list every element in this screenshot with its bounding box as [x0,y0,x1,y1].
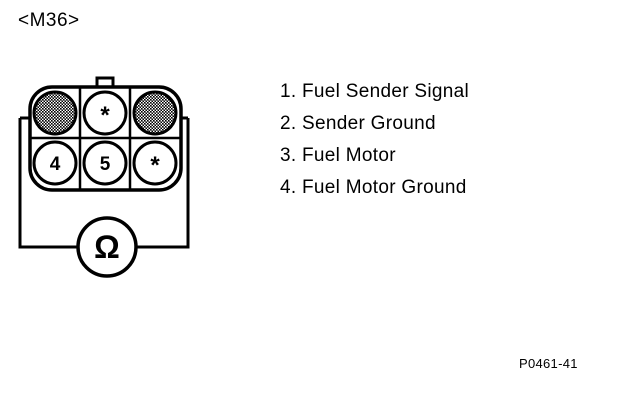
pin-legend: 1. Fuel Sender Signal 2. Sender Ground 3… [280,76,469,204]
connector-cavity [82,90,128,136]
meter-wire [18,118,190,249]
pin-legend-item: 2. Sender Ground [280,113,436,134]
ohm-symbol: Ω [94,229,120,265]
connector-id-label: <M36> [18,10,80,31]
cavity-label: * [100,102,110,129]
connector-cavity [82,140,128,186]
figure-code: P0461-41 [519,356,578,371]
pin-legend-item: 3. Fuel Motor [280,145,396,166]
probed-cavity [132,90,178,136]
cavity-label: 5 [100,154,111,175]
cavity-label: * [150,152,160,179]
pin-legend-item: 4. Fuel Motor Ground [280,177,467,198]
pin-legend-item: 1. Fuel Sender Signal [280,81,470,102]
connector-cavity [32,140,78,186]
ohmmeter [76,216,138,278]
probed-cavity [32,90,78,136]
connector-cavity [132,140,178,186]
cavity-label: 4 [50,154,61,175]
connector-cavities: * 4 5 * [32,90,178,186]
